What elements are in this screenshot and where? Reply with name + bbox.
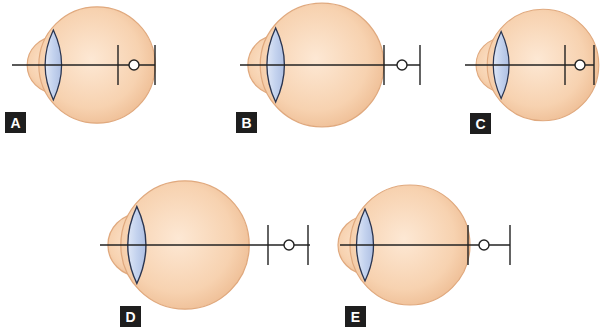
optical-axis: [340, 225, 510, 265]
panel-letter: D: [125, 310, 135, 324]
panel-letter: E: [351, 310, 360, 324]
panel-letter-box: C: [470, 113, 491, 134]
optical-axis: [12, 45, 155, 85]
optical-axis: [465, 45, 594, 85]
panel-letter-box: D: [120, 306, 141, 327]
panel-letter-box: A: [5, 112, 26, 133]
optical-axis: [240, 45, 420, 85]
panel-letter-box: B: [236, 112, 257, 133]
panel-letter: B: [241, 116, 251, 130]
panel-letter-box: E: [345, 306, 366, 327]
panel-letter: C: [475, 117, 485, 131]
panel-letter: A: [10, 116, 20, 130]
optical-axis: [100, 225, 310, 265]
